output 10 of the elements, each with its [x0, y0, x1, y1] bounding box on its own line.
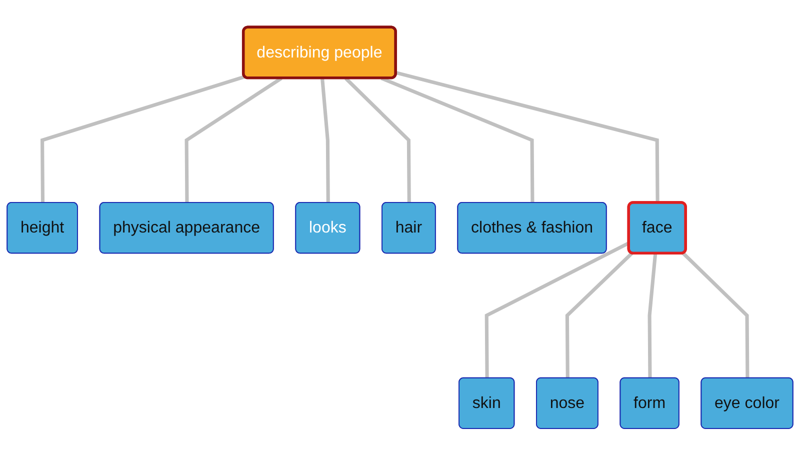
- connector: [565, 252, 634, 378]
- connector: [484, 242, 630, 378]
- connector: [40, 75, 246, 204]
- connector: [380, 76, 534, 204]
- connector: [682, 252, 750, 378]
- connector: [344, 77, 411, 204]
- connector: [184, 76, 282, 204]
- connector: [648, 254, 658, 378]
- connector: [320, 78, 330, 204]
- connector: [396, 71, 660, 204]
